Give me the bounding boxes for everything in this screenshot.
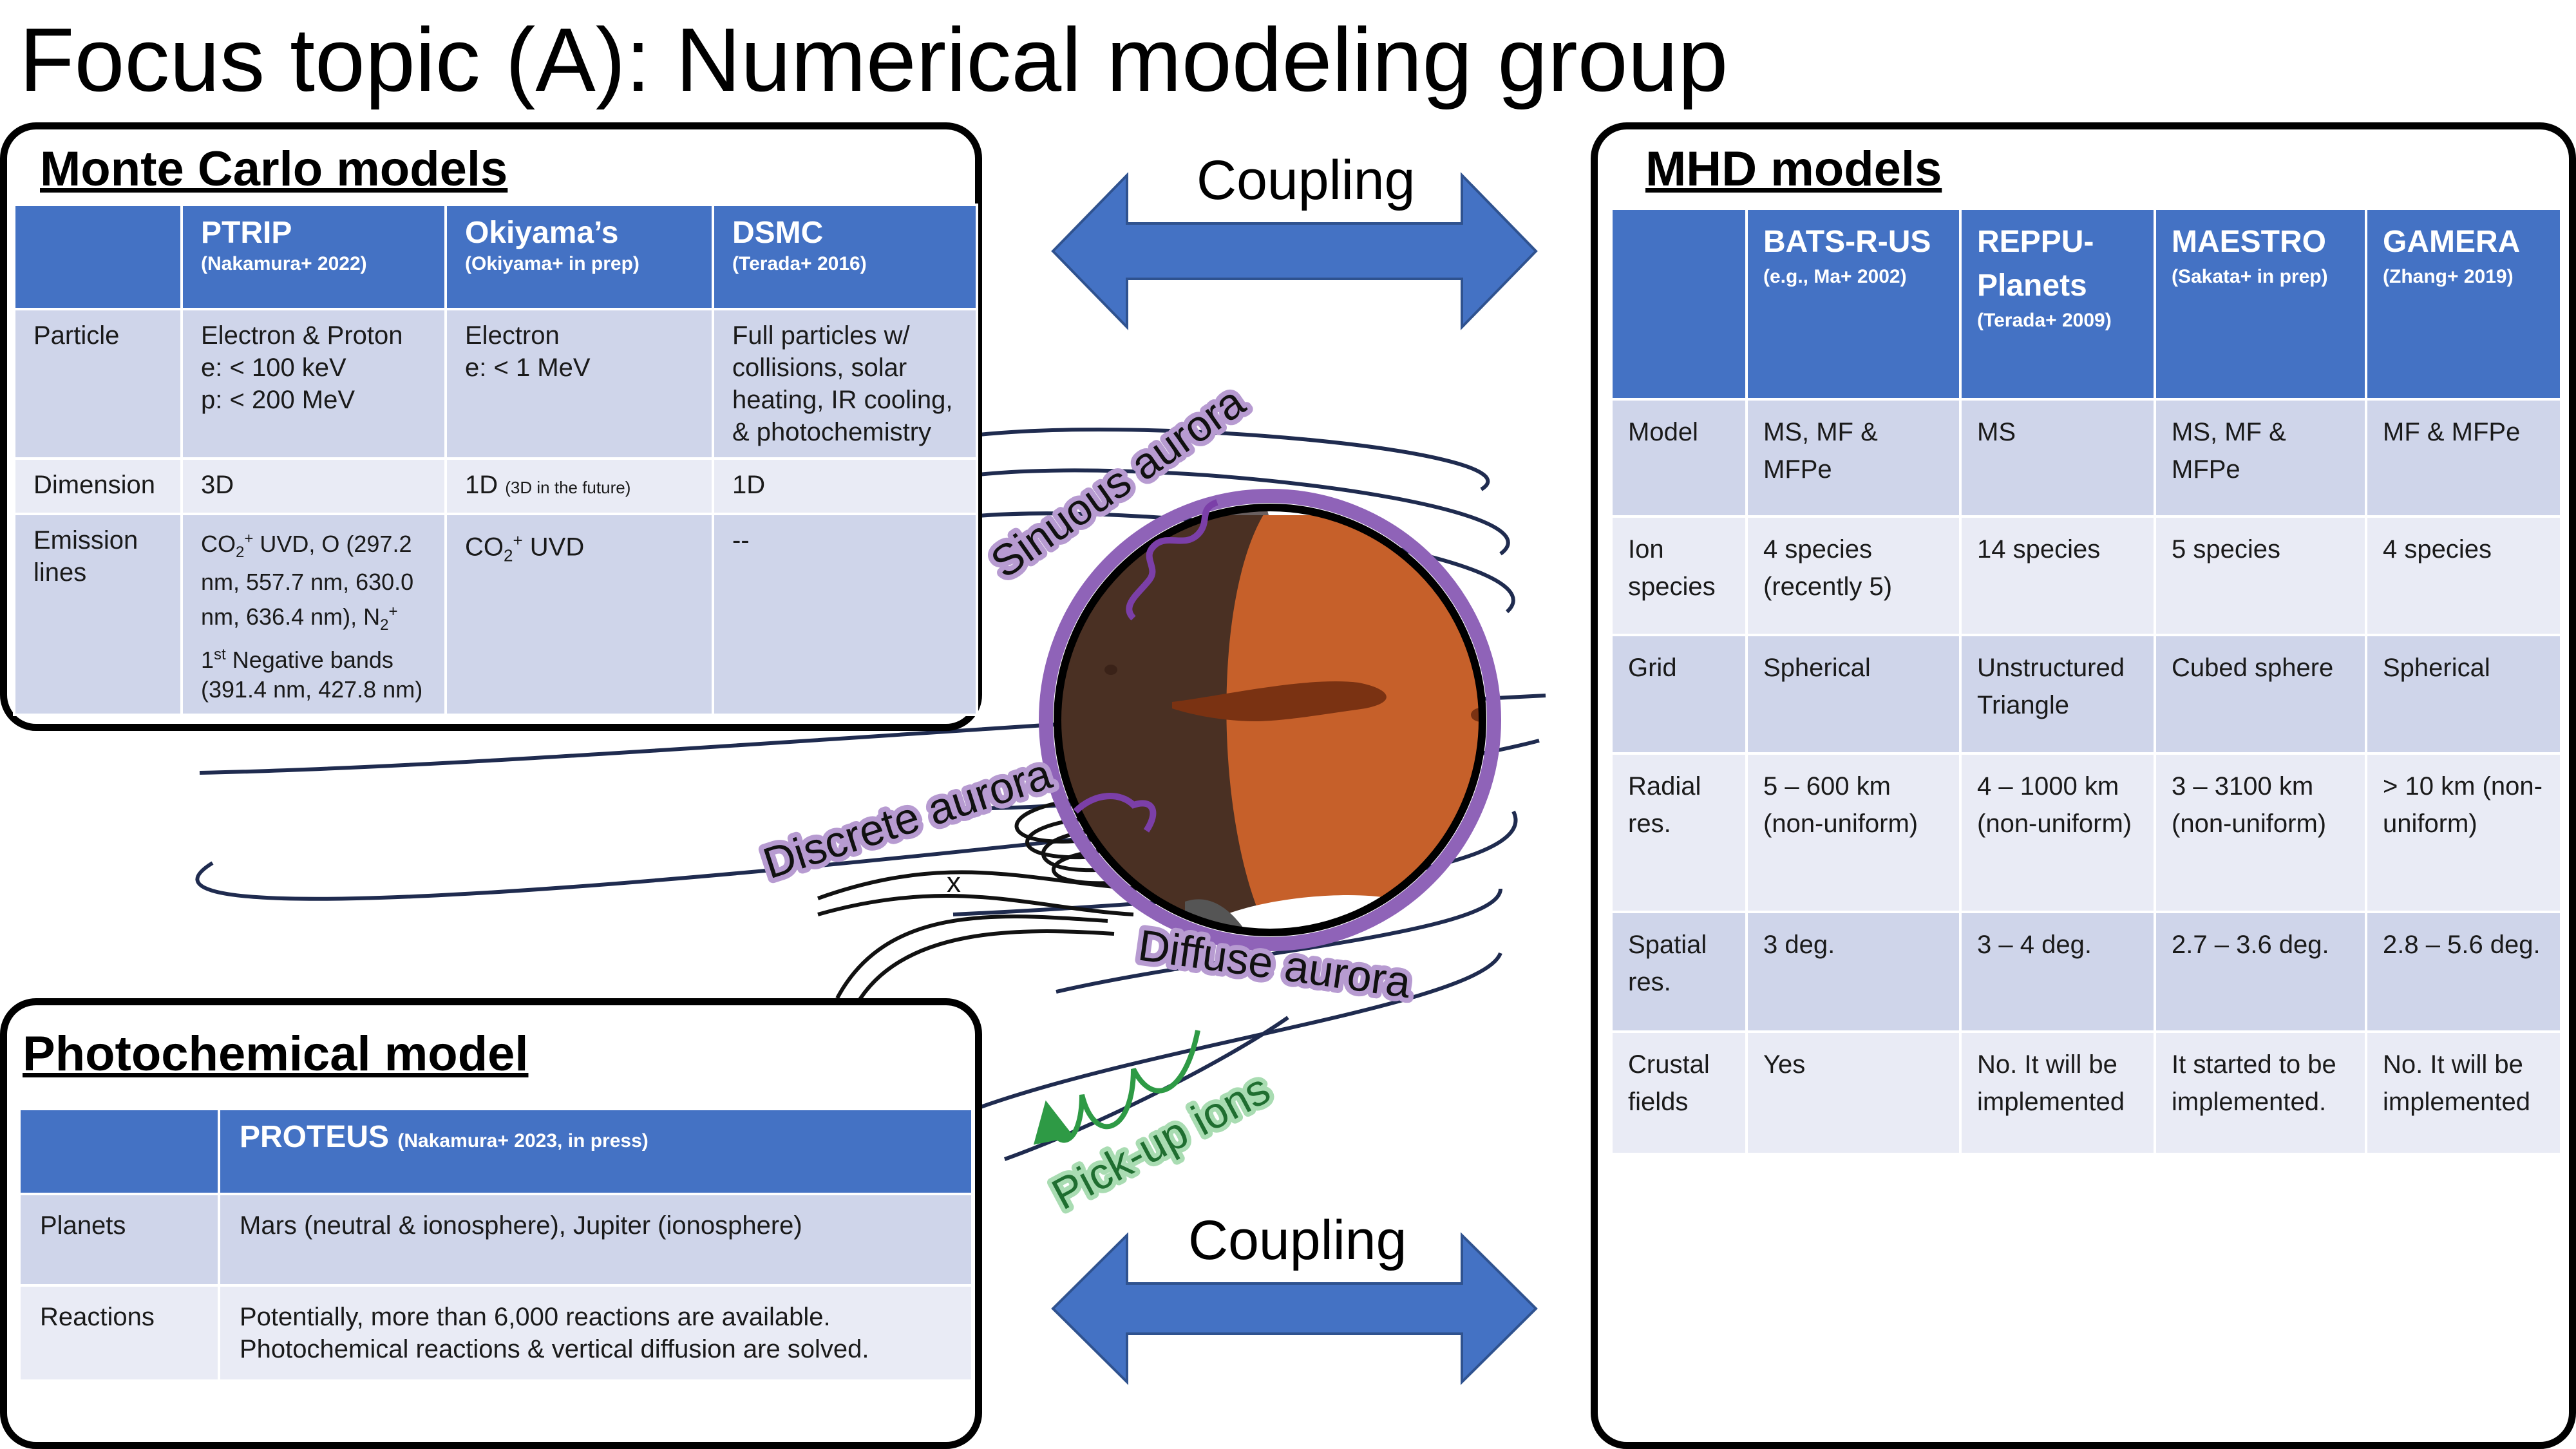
mc-emission-okiyama: CO2+ UVD	[444, 512, 714, 717]
mhd-cell: MS	[1959, 398, 2156, 518]
mhd-crustal-label: Crustal fields	[1610, 1030, 1748, 1155]
mhd-cell: Spherical	[1745, 634, 1962, 755]
mhd-cell: 5 – 600 km (non-uniform)	[1745, 752, 1962, 913]
pc-reactions-label: Reactions	[18, 1284, 220, 1382]
mhd-cell: No. It will be implemented	[2365, 1030, 2562, 1155]
mhd-cell: Yes	[1745, 1030, 1962, 1155]
mhd-cell: MS, MF & MFPe	[2154, 398, 2367, 518]
mhd-cell: Cubed sphere	[2154, 634, 2367, 755]
mhd-row-spatial-res: Spatial res. 3 deg. 3 – 4 deg. 2.7 – 3.6…	[1610, 911, 2562, 1033]
mhd-table: BATS-R-US(e.g., Ma+ 2002) REPPU-Planets(…	[1610, 207, 2562, 1155]
mhd-cell: 4 species	[2365, 515, 2562, 636]
mhd-header-empty	[1610, 207, 1748, 401]
coupling-label-top: Coupling	[1197, 149, 1416, 211]
mhd-cell: 14 species	[1959, 515, 2156, 636]
mhd-row-crustal-fields: Crustal fields Yes No. It will be implem…	[1610, 1030, 2562, 1155]
mc-header-ptrip: PTRIP(Nakamura+ 2022)	[180, 204, 447, 310]
mc-emission-dsmc: --	[712, 512, 978, 717]
monte-carlo-table: PTRIP(Nakamura+ 2022) Okiyama’s(Okiyama+…	[13, 204, 978, 717]
mhd-cell: 5 species	[2154, 515, 2367, 636]
pc-row-reactions: Reactions Potentially, more than 6,000 r…	[18, 1284, 974, 1382]
svg-text:Pick-up ions: Pick-up ions	[1044, 1064, 1278, 1219]
mc-row-dimension: Dimension 3D 1D (3D in the future) 1D	[13, 457, 978, 515]
pickup-ions-label: Pick-up ions Pick-up ions	[1039, 1059, 1282, 1224]
photochemical-title: Photochemical model	[23, 1027, 529, 1081]
mhd-header-row: BATS-R-US(e.g., Ma+ 2002) REPPU-Planets(…	[1610, 207, 2562, 401]
mc-dimension-okiyama: 1D (3D in the future)	[444, 457, 714, 515]
mhd-header-reppu: REPPU-Planets(Terada+ 2009)	[1959, 207, 2156, 401]
pickup-ion-trajectory	[1033, 1030, 1200, 1145]
mhd-cell: MF & MFPe	[2365, 398, 2562, 518]
coupling-label-bottom: Coupling	[1188, 1209, 1407, 1271]
mhd-ion-label: Ion species	[1610, 515, 1748, 636]
mhd-header-maestro: MAESTRO(Sakata+ in prep)	[2154, 207, 2367, 401]
x-mark: x	[947, 867, 961, 898]
mhd-spatial-label: Spatial res.	[1610, 911, 1748, 1033]
monte-carlo-title: Monte Carlo models	[40, 142, 508, 196]
mc-dimension-ptrip: 3D	[180, 457, 447, 515]
mhd-cell: 3 – 3100 km (non-uniform)	[2154, 752, 2367, 913]
pc-row-planets: Planets Mars (neutral & ionosphere), Jup…	[18, 1193, 974, 1287]
coupling-arrow-bottom	[1051, 1232, 1538, 1385]
mc-header-dsmc: DSMC(Terada+ 2016)	[712, 204, 978, 310]
mhd-cell: > 10 km (non-uniform)	[2365, 752, 2562, 913]
mhd-cell: 4 species (recently 5)	[1745, 515, 1962, 636]
mars-planet	[1039, 489, 1501, 951]
pc-header-proteus: PROTEUS (Nakamura+ 2023, in press)	[218, 1108, 974, 1195]
mhd-radial-label: Radial res.	[1610, 752, 1748, 913]
discrete-aurora-line	[1073, 793, 1157, 833]
page-title: Focus topic (A): Numerical modeling grou…	[19, 9, 1728, 110]
mc-header-empty	[13, 204, 183, 310]
mhd-header-gamera: GAMERA(Zhang+ 2019)	[2365, 207, 2562, 401]
mhd-title: MHD models	[1645, 142, 1942, 196]
mc-header-okiyama: Okiyama’s(Okiyama+ in prep)	[444, 204, 714, 310]
pc-reactions-value: Potentially, more than 6,000 reactions a…	[218, 1284, 974, 1382]
mhd-row-ion-species: Ion species 4 species (recently 5) 14 sp…	[1610, 515, 2562, 636]
mhd-header-bats: BATS-R-US(e.g., Ma+ 2002)	[1745, 207, 1962, 401]
coupling-arrow-top	[1051, 172, 1538, 330]
mc-header-row: PTRIP(Nakamura+ 2022) Okiyama’s(Okiyama+…	[13, 204, 978, 310]
photochemical-table: PROTEUS (Nakamura+ 2023, in press) Plane…	[18, 1108, 974, 1382]
sinuous-aurora-line	[1126, 499, 1218, 621]
mhd-model-label: Model	[1610, 398, 1748, 518]
mhd-cell: It started to be implemented.	[2154, 1030, 2367, 1155]
mhd-cell: MS, MF & MFPe	[1745, 398, 1962, 518]
mhd-grid-label: Grid	[1610, 634, 1748, 755]
mhd-row-radial-res: Radial res. 5 – 600 km (non-uniform) 4 –…	[1610, 752, 2562, 913]
mhd-cell: Unstructured Triangle	[1959, 634, 2156, 755]
discrete-loops	[817, 797, 1141, 1006]
pc-header-empty	[18, 1108, 220, 1195]
mhd-cell: 4 – 1000 km (non-uniform)	[1959, 752, 2156, 913]
mhd-cell: 3 deg.	[1745, 911, 1962, 1033]
mhd-cell: 2.8 – 5.6 deg.	[2365, 911, 2562, 1033]
mc-particle-label: Particle	[13, 308, 183, 460]
discrete-aurora-label: Discrete aurora Discrete aurora	[752, 744, 1063, 893]
mc-dimension-dsmc: 1D	[712, 457, 978, 515]
mhd-row-model: Model MS, MF & MFPe MS MS, MF & MFPe MF …	[1610, 398, 2562, 518]
pc-header-row: PROTEUS (Nakamura+ 2023, in press)	[18, 1108, 974, 1195]
mhd-cell: 2.7 – 3.6 deg.	[2154, 911, 2367, 1033]
pc-planets-value: Mars (neutral & ionosphere), Jupiter (io…	[218, 1193, 974, 1287]
mhd-cell: No. It will be implemented	[1959, 1030, 2156, 1155]
mhd-cell: 3 – 4 deg.	[1959, 911, 2156, 1033]
mhd-cell: Spherical	[2365, 634, 2562, 755]
svg-text:Discrete aurora: Discrete aurora	[757, 749, 1057, 888]
mc-emission-ptrip: CO2+ UVD, O (297.2 nm, 557.7 nm, 630.0 n…	[180, 512, 447, 717]
mhd-row-grid: Grid Spherical Unstructured Triangle Cub…	[1610, 634, 2562, 755]
mc-dimension-label: Dimension	[13, 457, 183, 515]
pc-planets-label: Planets	[18, 1193, 220, 1287]
